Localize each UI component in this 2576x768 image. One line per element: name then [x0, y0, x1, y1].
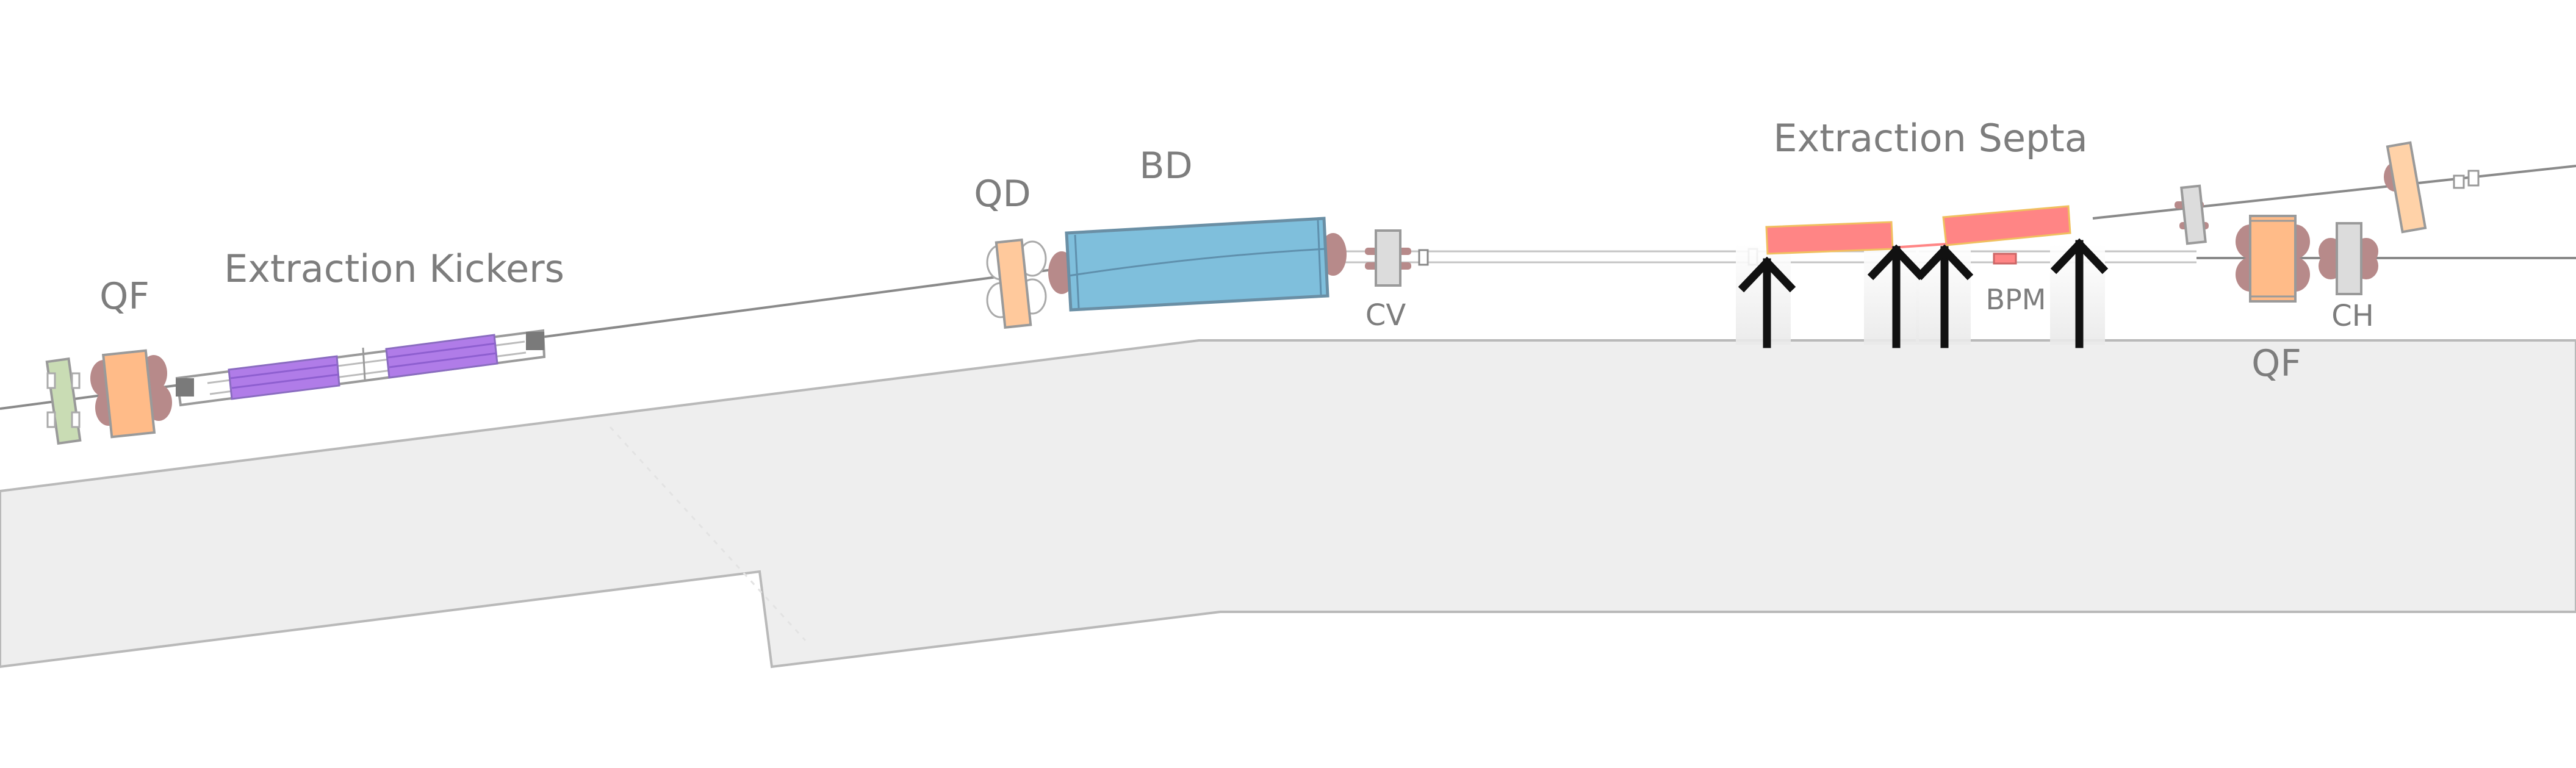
quadrupole-qd [986, 238, 1047, 329]
up-arrow-icon [2050, 238, 2109, 348]
label-ch: CH [2331, 299, 2374, 333]
label-qf-left: QF [99, 275, 149, 318]
up-arrow-icon [1867, 244, 1926, 348]
bpm-monitor [1993, 253, 2017, 265]
label-cv: CV [1365, 298, 1406, 332]
marker-strips [1736, 244, 2105, 345]
label-qf-right: QF [2251, 342, 2301, 385]
label-bpm: BPM [1986, 283, 2046, 316]
marker-arrows [1738, 238, 2109, 348]
label-bd: BD [1139, 145, 1192, 187]
quadrupole-far-right [2384, 141, 2480, 234]
quadrupole-qf-left [90, 349, 172, 439]
up-arrow-icon [1738, 256, 1796, 348]
corrector-upper [2175, 184, 2209, 245]
up-arrow-icon [1915, 244, 1974, 348]
label-extraction-septa: Extraction Septa [1773, 116, 2087, 160]
bending-dipole-bd [1048, 217, 1347, 312]
extraction-kickers [175, 329, 546, 407]
sextupole-magnet [45, 357, 82, 445]
extraction-septa [1765, 205, 2071, 255]
label-qd: QD [974, 173, 1031, 215]
corrector-ch [2319, 222, 2378, 295]
corrector-cv [1365, 229, 1758, 287]
quadrupole-qf-right [2236, 215, 2310, 303]
tunnel-floor [0, 339, 2576, 669]
label-extraction-kickers: Extraction Kickers [224, 246, 564, 291]
